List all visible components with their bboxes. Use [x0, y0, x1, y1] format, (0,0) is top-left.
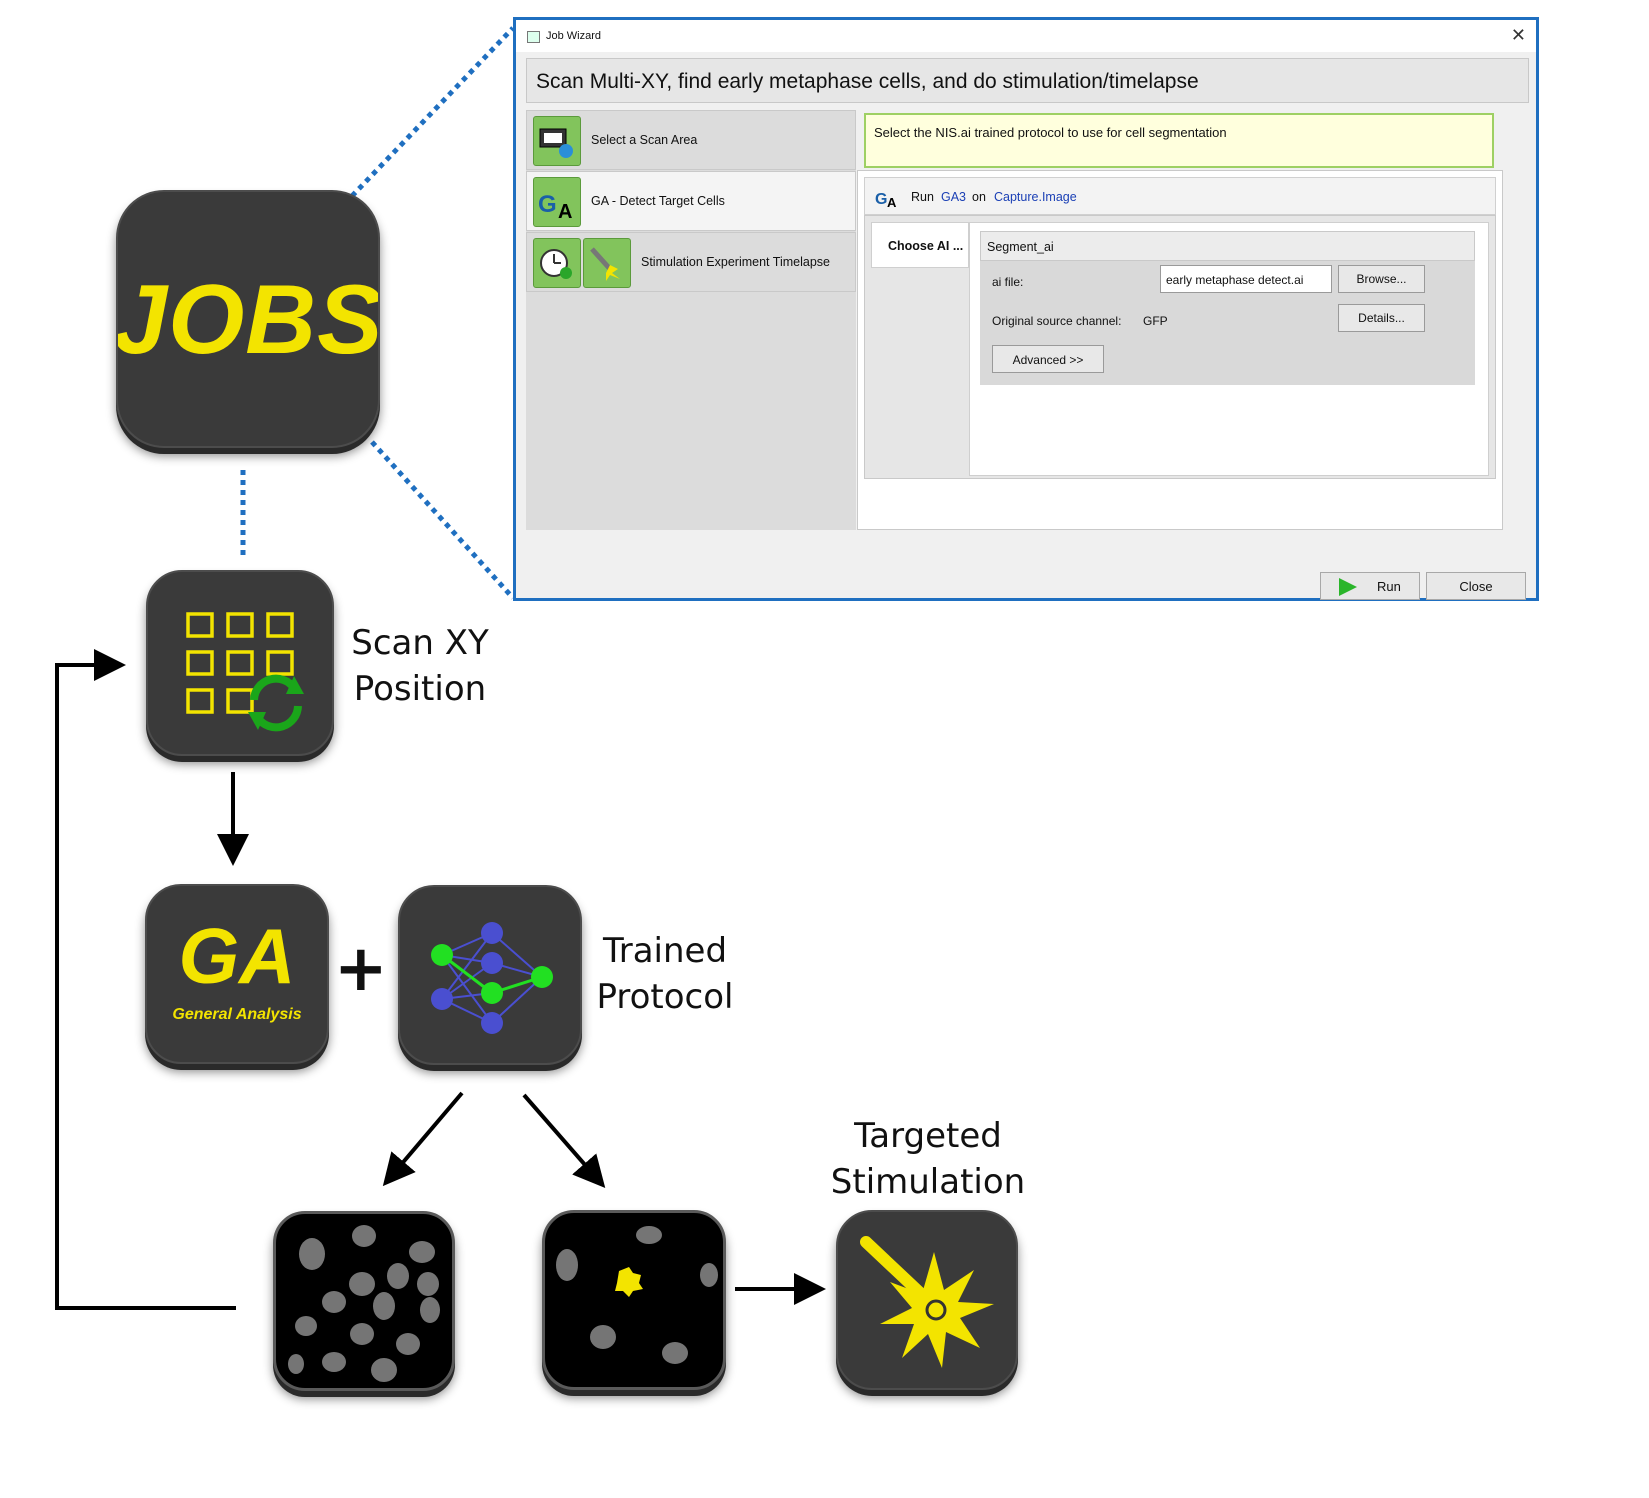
highlighted-cell: [615, 1267, 643, 1297]
plus-sign: +: [334, 932, 388, 1006]
play-icon: [1339, 578, 1357, 596]
wizard-header: Scan Multi-XY, find early metaphase cell…: [526, 58, 1529, 103]
step-label: Select a Scan Area: [591, 133, 698, 147]
close-button[interactable]: Close: [1426, 572, 1526, 600]
stimulation-laser-icon: [583, 238, 631, 288]
network-graph: [431, 922, 553, 1034]
svg-text:G: G: [875, 191, 887, 208]
grid-refresh-icon: [186, 612, 304, 732]
segment-ai-title: Segment_ai: [980, 231, 1475, 261]
segment-ai-panel: Segment_ai ai file: early metaphase dete…: [969, 222, 1489, 476]
scan-xy-label: Scan XY Position: [351, 623, 489, 709]
ai-file-label: ai file:: [992, 275, 1024, 289]
svg-text:G: G: [538, 191, 557, 218]
details-button[interactable]: Details...: [1338, 304, 1425, 332]
jobs-icon: JOBS: [116, 190, 380, 448]
step-select-scan-area[interactable]: Select a Scan Area: [526, 110, 856, 170]
segment-ai-body: ai file: early metaphase detect.ai Brows…: [980, 261, 1475, 385]
arrow-to-target-cell: [522, 1093, 606, 1189]
source-channel-value: GFP: [1143, 314, 1168, 328]
hint-box: Select the NIS.ai trained protocol to us…: [864, 113, 1494, 168]
source-channel-label: Original source channel:: [992, 314, 1122, 328]
all-cells-image: [273, 1211, 455, 1391]
targeted-stimulation-label: Targeted Stimulation: [830, 1116, 1026, 1202]
neural-network-icon: [398, 885, 582, 1065]
target-cell-image: [542, 1210, 726, 1390]
capture-image-link[interactable]: Capture.Image: [994, 190, 1077, 204]
close-icon[interactable]: ✕: [1510, 25, 1526, 45]
choose-ai-tab[interactable]: Choose AI ...: [871, 222, 969, 268]
advanced-button[interactable]: Advanced >>: [992, 345, 1104, 373]
arrow-to-all-cells: [382, 1091, 464, 1187]
scan-area-icon: [533, 116, 581, 166]
zoom-line-bottom: [370, 440, 515, 600]
run-label: Run: [911, 190, 934, 204]
nuclei-picture: [288, 1225, 440, 1382]
wizard-title: Job Wizard: [546, 30, 602, 42]
wizard-titlebar: Job Wizard ✕: [516, 20, 1536, 52]
ga-settings-area: Choose AI ... Segment_ai ai file: early …: [864, 215, 1496, 479]
jobs-icon-label: JOBS: [116, 263, 380, 374]
run-button[interactable]: Run: [1320, 572, 1420, 600]
ga-icon-sublabel: General Analysis: [172, 1006, 302, 1023]
ga3-link[interactable]: GA3: [941, 190, 967, 204]
run-button-label: Run: [1377, 579, 1401, 594]
timelapse-clock-icon: [533, 238, 581, 288]
step-label: Stimulation Experiment Timelapse: [641, 255, 830, 269]
step-stimulation-timelapse[interactable]: Stimulation Experiment Timelapse: [526, 232, 856, 292]
trained-protocol-label: Trained Protocol: [596, 931, 734, 1017]
loop-back-line: [55, 649, 236, 1310]
job-wizard-window: Job Wizard ✕ Scan Multi-XY, find early m…: [513, 17, 1539, 601]
svg-text:A: A: [558, 201, 572, 223]
laser-burst-icon: [860, 1236, 994, 1368]
step-settings-pane: G A Run GA3 on Capture.Image Choose AI .…: [857, 170, 1503, 530]
close-button-label: Close: [1459, 579, 1493, 594]
step-label: GA - Detect Target Cells: [591, 194, 725, 208]
on-label: on: [972, 190, 986, 204]
browse-button[interactable]: Browse...: [1338, 265, 1425, 293]
ga-icon-label: GA: [178, 912, 296, 1000]
app-icon: [527, 31, 540, 43]
ga-icon: GA General Analysis: [145, 884, 329, 1064]
ai-file-field[interactable]: early metaphase detect.ai: [1160, 265, 1332, 293]
svg-text:A: A: [887, 195, 897, 208]
zoom-line-top: [350, 26, 515, 198]
target-nucleus-picture: [556, 1226, 718, 1364]
run-bar: G A Run GA3 on Capture.Image: [864, 177, 1496, 215]
scan-xy-icon: [146, 570, 334, 756]
laser-stimulation-icon: [836, 1210, 1018, 1390]
ga3-small-icon: G A: [875, 191, 897, 208]
